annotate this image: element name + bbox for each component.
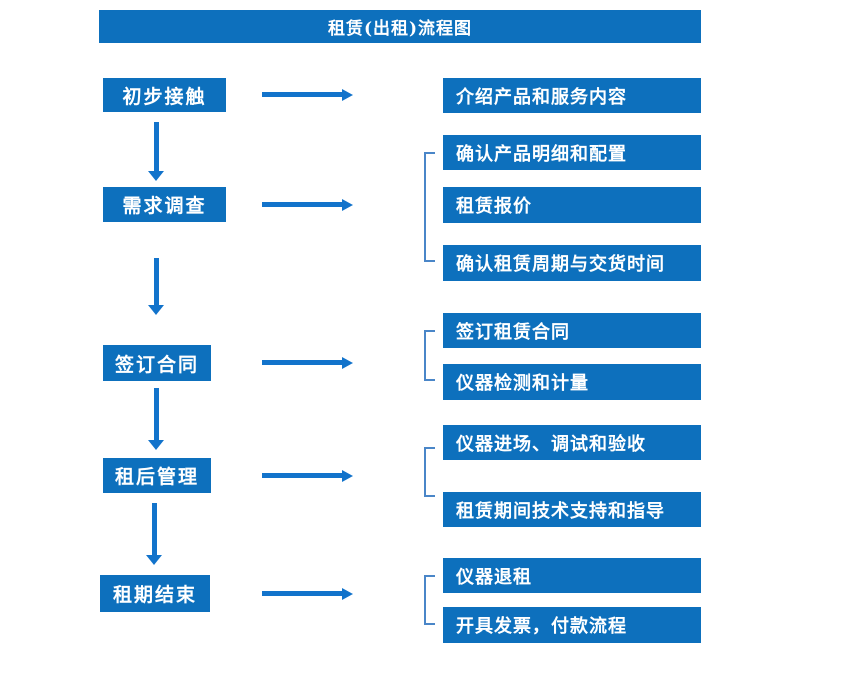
- detail-invoice-payment-process: 开具发票，付款流程: [443, 607, 701, 643]
- down-arrow-4-icon: [146, 503, 162, 565]
- detail-rental-technical-support: 租赁期间技术支持和指导: [443, 492, 701, 527]
- step-sign-contract: 签订合同: [103, 345, 211, 381]
- bracket-rental-end-group: [424, 575, 435, 625]
- bracket-demand-survey-group: [424, 152, 435, 262]
- right-arrow-4-icon: [262, 469, 353, 482]
- step-rental-end: 租期结束: [100, 575, 210, 612]
- right-arrow-3-icon: [262, 356, 353, 369]
- detail-rental-quote: 租赁报价: [443, 187, 701, 223]
- detail-instrument-installation-acceptance: 仪器进场、调试和验收: [443, 425, 701, 460]
- step-post-rental-management: 租后管理: [103, 458, 211, 493]
- right-arrow-1-icon: [262, 88, 353, 101]
- bracket-post-rental-group: [424, 447, 435, 497]
- detail-intro-products-services: 介绍产品和服务内容: [443, 78, 701, 113]
- down-arrow-1-icon: [148, 122, 164, 181]
- title-bar: 租赁(出租)流程图: [99, 10, 701, 43]
- detail-instrument-return: 仪器退租: [443, 558, 701, 593]
- step-demand-survey: 需求调查: [103, 187, 226, 222]
- down-arrow-3-icon: [148, 388, 164, 450]
- bracket-sign-contract-group: [424, 330, 435, 381]
- down-arrow-2-icon: [148, 258, 164, 315]
- right-arrow-2-icon: [262, 198, 353, 211]
- right-arrow-5-icon: [262, 587, 353, 600]
- detail-sign-rental-contract: 签订租赁合同: [443, 313, 701, 348]
- detail-confirm-product-details: 确认产品明细和配置: [443, 135, 701, 170]
- page-title: 租赁(出租)流程图: [327, 19, 473, 39]
- step-initial-contact: 初步接触: [103, 78, 226, 112]
- detail-confirm-rental-period-delivery: 确认租赁周期与交货时间: [443, 245, 701, 281]
- detail-instrument-inspection-measurement: 仪器检测和计量: [443, 364, 701, 400]
